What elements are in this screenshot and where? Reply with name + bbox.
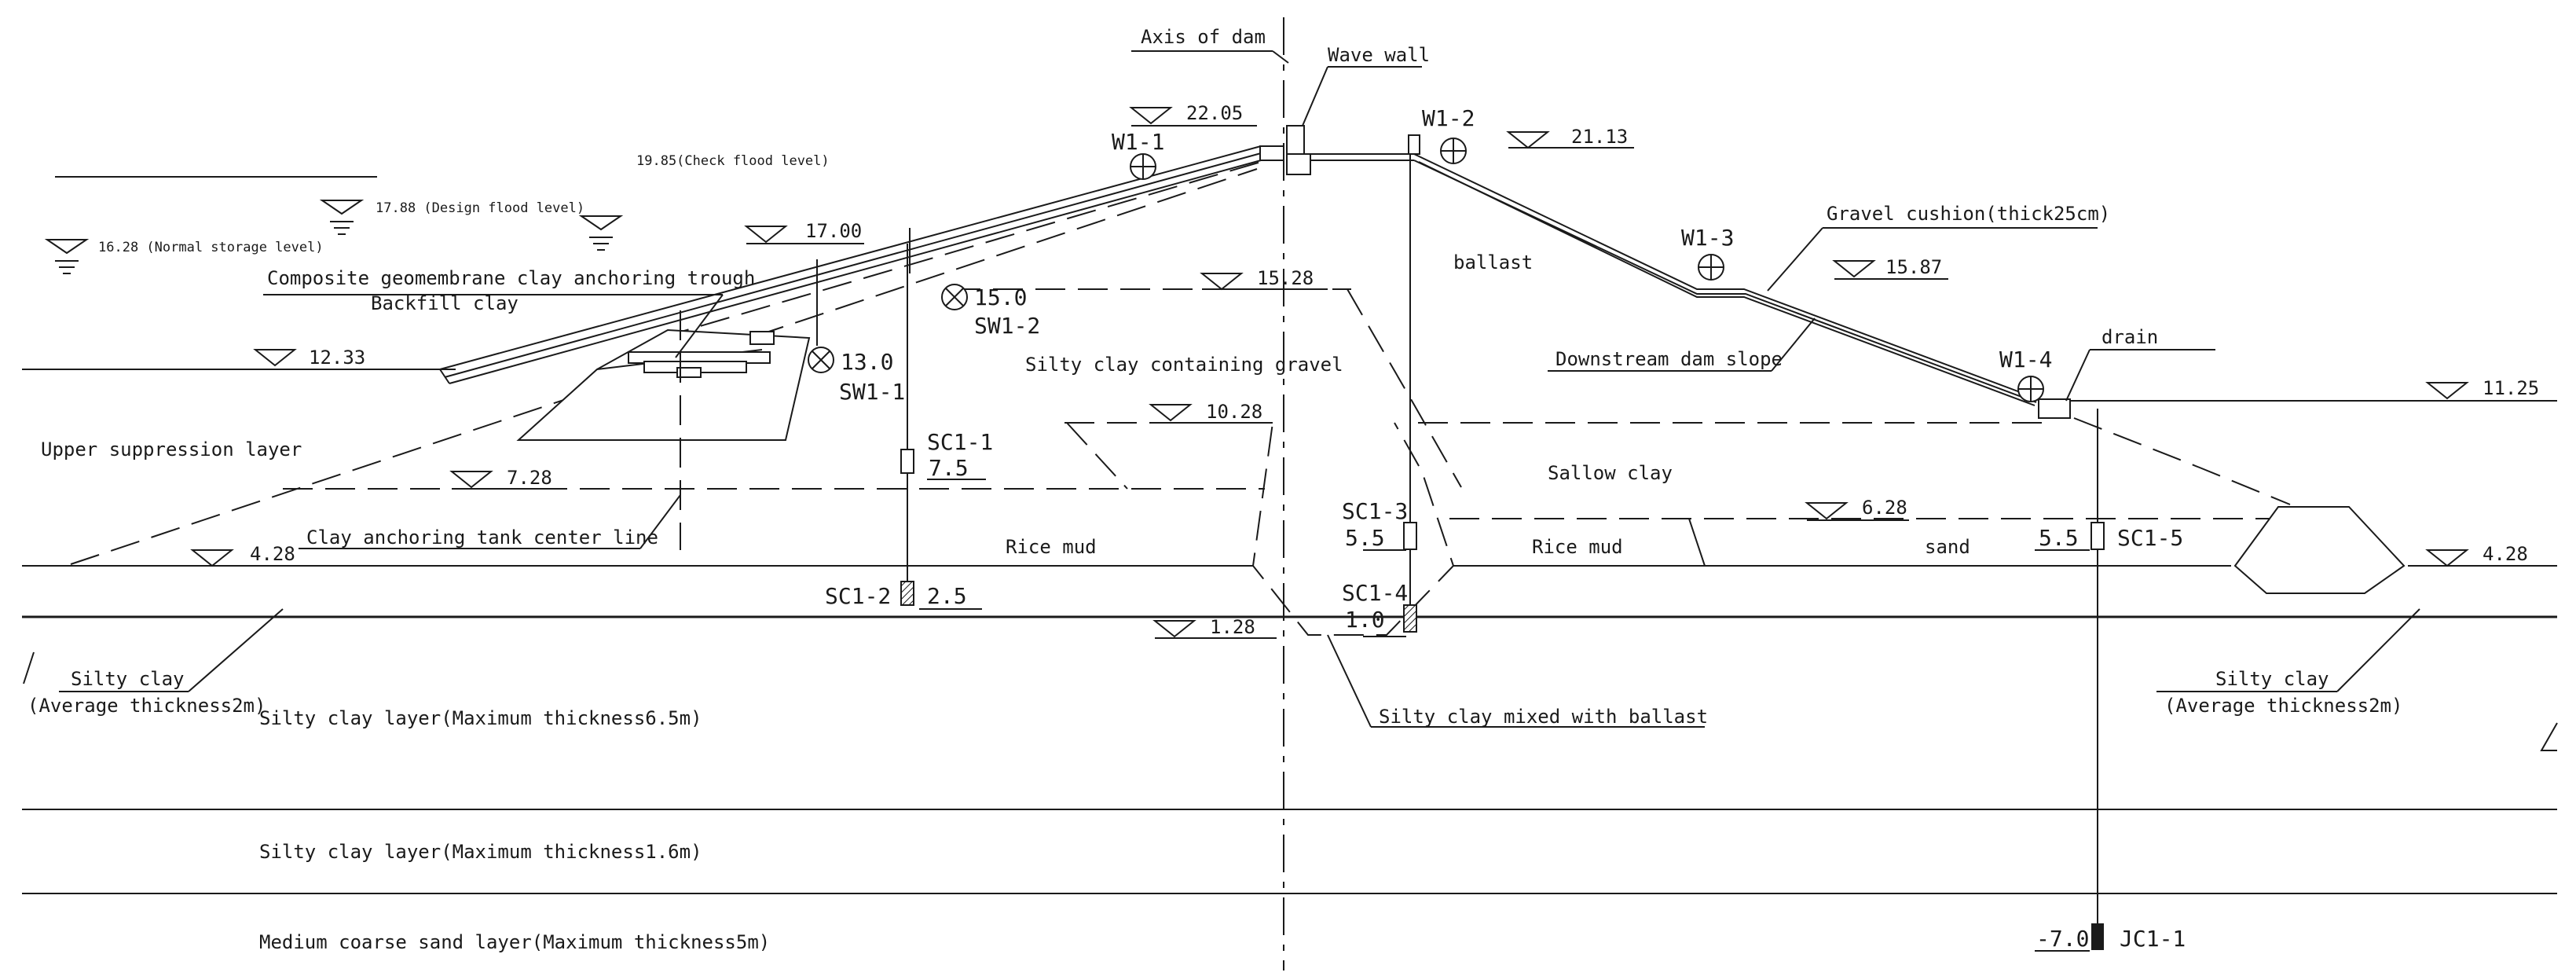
elevation-6-28: 6.28 (1862, 497, 1907, 519)
anchoring-trough (516, 228, 911, 550)
sw1-2-value: 15.0 (974, 284, 1027, 310)
elevation-21-13: 21.13 (1571, 126, 1628, 148)
drain-label: drain (2101, 326, 2158, 348)
sc1-1-value: 7.5 (929, 455, 969, 481)
inner-trench (1066, 422, 1128, 490)
sc1-4-value: 1.0 (1345, 607, 1385, 633)
silty-clay-layer-1-6m: Silty clay layer(Maximum thickness1.6m) (259, 841, 702, 863)
sc1-5-label: SC1-5 (2117, 525, 2183, 551)
rice-mud-left-label: Rice mud (1006, 536, 1097, 558)
settlement-markers (900, 449, 2105, 950)
elevation-15-87: 15.87 (1885, 256, 1942, 278)
sc1-2-value: 2.5 (927, 583, 967, 609)
downstream-slope-label: Downstream dam slope (1555, 348, 1783, 370)
sw1-1-label: SW1-1 (839, 379, 905, 405)
rice-mud-trench (1064, 422, 1455, 636)
design-flood-level: 17.88 (Design flood level) (376, 200, 584, 216)
downstream-dashed-boundary (2073, 417, 2291, 505)
backfill-clay-label: Backfill clay (371, 292, 518, 314)
wave-wall (1286, 125, 1305, 155)
silty-clay-left-label: Silty clay (71, 668, 185, 690)
upper-suppression-label: Upper suppression layer (41, 438, 302, 460)
elevation-10-28: 10.28 (1206, 401, 1262, 423)
core-trench-edge (1347, 288, 1462, 488)
avg-thickness-right-label: (Average thickness2m) (2164, 695, 2402, 717)
sc1-2-label: SC1-2 (825, 583, 891, 609)
elevation-4-28-left: 4.28 (250, 543, 295, 565)
elevation-4-28-right: 4.28 (2483, 543, 2528, 565)
silty-clay-ballast-label: Silty clay mixed with ballast (1379, 706, 1708, 728)
elevation-11-25: 11.25 (2483, 377, 2539, 399)
upstream-slope (70, 145, 1262, 565)
stratum-lines (22, 369, 2557, 894)
leader-lines (23, 50, 2558, 952)
sc1-1-label: SC1-1 (927, 429, 993, 455)
elevation-markers (190, 107, 2469, 639)
silty-clay-right-label: Silty clay (2215, 668, 2329, 690)
water-level-symbols (44, 200, 624, 274)
w1-2-label: W1-2 (1422, 105, 1475, 131)
sallow-clay-label: Sallow clay (1548, 462, 1673, 484)
sc1-3-label: SC1-3 (1342, 498, 1408, 524)
silty-clay-layer-6-5m: Silty clay layer(Maximum thickness6.5m) (259, 707, 702, 729)
avg-thickness-left-label: (Average thickness2m) (27, 695, 266, 717)
anchoring-center-label: Clay anchoring tank center line (306, 527, 658, 549)
silty-gravel-label: Silty clay containing gravel (1025, 354, 1343, 376)
w1-4-label: W1-4 (1999, 347, 2052, 372)
sw1-1-value: 13.0 (841, 349, 893, 375)
elevation-12-33: 12.33 (309, 347, 365, 369)
sc1-5-value: 5.5 (2039, 525, 2079, 551)
geomembrane-label: Composite geomembrane clay anchoring tro… (267, 267, 755, 289)
toe-berm (2233, 506, 2406, 594)
drain-structure (2038, 398, 2071, 419)
elevation-7-28: 7.28 (507, 467, 552, 489)
w1-1-label: W1-1 (1112, 129, 1164, 155)
check-flood-level: 19.85(Check flood level) (636, 153, 830, 169)
sc1-3-value: 5.5 (1345, 525, 1385, 551)
normal-storage-level: 16.28 (Normal storage level) (98, 240, 324, 255)
rice-mud-right-label: Rice mud (1532, 536, 1623, 558)
seepage-markers (808, 284, 968, 373)
elevation-22-05: 22.05 (1186, 102, 1243, 124)
ballast-label: ballast (1453, 251, 1533, 273)
w1-3-label: W1-3 (1681, 225, 1734, 251)
jc1-1-value: -7.0 (2036, 926, 2089, 952)
dam-crest (1259, 125, 1420, 175)
downstream-slope (1413, 153, 2090, 419)
elevation-1-28: 1.28 (1210, 616, 1255, 638)
displacement-markers (1130, 138, 2044, 402)
wave-wall-label: Wave wall (1328, 44, 1430, 66)
sw1-2-label: SW1-2 (974, 313, 1040, 339)
medium-coarse-sand-layer: Medium coarse sand layer(Maximum thickne… (259, 931, 770, 953)
sand-label: sand (1925, 536, 1970, 558)
elevation-15-28: 15.28 (1257, 267, 1314, 289)
jc1-1-label: JC1-1 (2120, 926, 2186, 952)
elevation-17-00: 17.00 (805, 220, 862, 242)
gravel-cushion-label: Gravel cushion(thick25cm) (1827, 203, 2110, 225)
sc1-4-label: SC1-4 (1342, 580, 1408, 606)
axis-of-dam-label: Axis of dam (1141, 26, 1266, 48)
